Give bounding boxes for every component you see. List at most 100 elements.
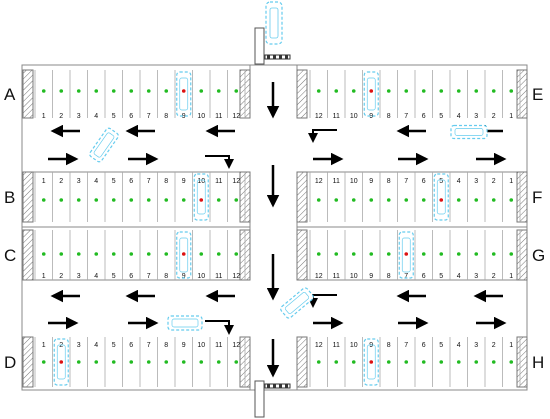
stall-number: 7 [147, 273, 151, 280]
stall-number: 1 [509, 273, 513, 280]
stall-number: 1 [42, 273, 46, 280]
stall-number: 9 [182, 273, 186, 280]
free-indicator [94, 89, 99, 93]
stall-number: 10 [197, 273, 205, 280]
arrow-turn-icon [205, 155, 234, 169]
car-icon [176, 231, 192, 279]
gate-booth [254, 27, 265, 65]
free-indicator [129, 252, 134, 256]
free-indicator [181, 198, 186, 202]
stall-number: 8 [164, 342, 168, 349]
free-indicator [316, 360, 321, 364]
stall-number: 10 [350, 178, 358, 185]
free-indicator [59, 252, 64, 256]
hatched-end [296, 336, 308, 388]
stall-number: 5 [112, 273, 116, 280]
stall-number: 7 [404, 273, 408, 280]
stall-number: 5 [112, 178, 116, 185]
stall-number: 2 [492, 273, 496, 280]
hatched-end [22, 171, 34, 223]
gate-barrier-stripe [273, 384, 276, 388]
car-icon [280, 287, 314, 319]
free-indicator [41, 89, 46, 93]
stall-number: 7 [147, 178, 151, 185]
stall-number: 2 [492, 342, 496, 349]
stall-number: 6 [129, 113, 133, 120]
stall-number: 3 [474, 342, 478, 349]
free-indicator [439, 252, 444, 256]
hatched-end [296, 229, 308, 281]
stall-number: 11 [333, 342, 340, 349]
stall-number: 8 [387, 273, 391, 280]
free-indicator [456, 89, 461, 93]
row-letter: B [4, 188, 15, 207]
lot-outline [21, 27, 528, 418]
gate-booth [254, 380, 265, 418]
free-indicator [386, 360, 391, 364]
occupied-indicator [199, 198, 204, 202]
stall-number: 3 [77, 113, 81, 120]
stall-number: 9 [182, 113, 186, 120]
free-indicator [164, 89, 169, 93]
stall-number: 10 [197, 178, 205, 185]
stall-number: 9 [369, 113, 373, 120]
stall-number: 3 [474, 178, 478, 185]
moving-car-icon [280, 287, 314, 319]
free-indicator [94, 360, 99, 364]
free-indicator [164, 198, 169, 202]
free-indicator [439, 89, 444, 93]
stall-number: 4 [94, 113, 98, 120]
free-indicator [164, 360, 169, 364]
stall-number: 8 [164, 113, 168, 120]
stall-number: 3 [474, 273, 478, 280]
stall-number: 3 [77, 178, 81, 185]
row-letter: H [532, 353, 544, 372]
free-indicator [216, 89, 221, 93]
free-indicator [474, 360, 479, 364]
arrow-turn-icon [308, 129, 337, 143]
stall-number: 10 [350, 273, 358, 280]
occupied-indicator [59, 360, 64, 364]
stall-number: 12 [232, 342, 240, 349]
stall-number: 11 [215, 113, 222, 120]
car-body-outline [401, 237, 411, 273]
stall-number: 2 [492, 178, 496, 185]
gate-barrier-stripe [279, 55, 282, 59]
stall-number: 11 [333, 113, 340, 120]
car-icon [450, 124, 488, 140]
stall-number: 3 [474, 113, 478, 120]
stall-number: 2 [492, 113, 496, 120]
free-indicator [316, 89, 321, 93]
free-indicator [334, 89, 339, 93]
stall-number: 1 [509, 113, 513, 120]
free-indicator [334, 252, 339, 256]
moving-car-icon [450, 124, 488, 140]
free-indicator [456, 252, 461, 256]
free-indicator [199, 89, 204, 93]
free-indicator [509, 89, 514, 93]
free-indicator [234, 252, 239, 256]
stall-number: 9 [369, 273, 373, 280]
free-indicator [386, 198, 391, 202]
free-indicator [491, 89, 496, 93]
free-indicator [111, 89, 116, 93]
arrow-turn-icon [205, 320, 234, 335]
stall-number: 6 [129, 273, 133, 280]
car-body-outline [284, 292, 310, 314]
exit-gate [254, 380, 291, 418]
occupied-indicator [181, 89, 186, 93]
hatched-end [22, 69, 34, 119]
stall-number: 8 [387, 178, 391, 185]
car-icon [363, 71, 379, 117]
stall-number: 5 [439, 178, 443, 185]
occupied-indicator [369, 89, 374, 93]
stall-number: 10 [350, 342, 358, 349]
row-letter: D [4, 353, 16, 372]
stall-number: 3 [77, 273, 81, 280]
stall-number: 6 [422, 273, 426, 280]
free-indicator [111, 198, 116, 202]
